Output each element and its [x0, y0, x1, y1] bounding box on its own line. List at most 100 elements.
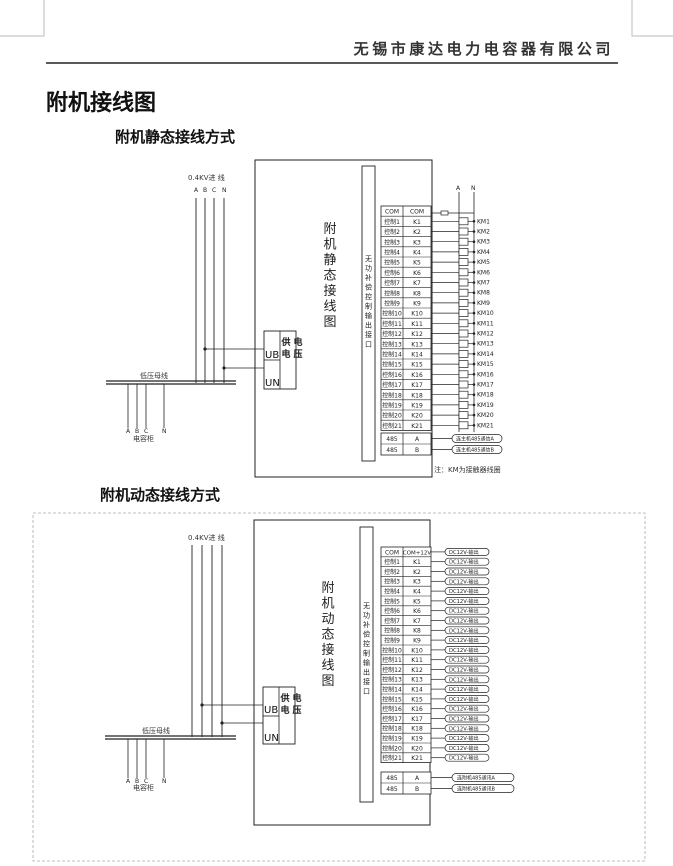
- dynamic_section-control-label: 控制2: [384, 568, 400, 576]
- dynamic-dc-output-label: DC12V-输出: [449, 724, 479, 732]
- dynamic-dc-output-tag: [444, 548, 490, 556]
- static-coil: [458, 370, 469, 379]
- static-coil: [458, 268, 469, 277]
- static_section-control-label: 控制4: [384, 249, 400, 257]
- dynamic-supply-voltage-char: 压: [292, 705, 301, 716]
- dynamic_section-comm-label: 485: [386, 786, 398, 793]
- dynamic-port-label-char: 无: [363, 602, 370, 610]
- dynamic_section-comm-terminal: A: [415, 775, 420, 782]
- dynamic_section-terminal-label: K21: [411, 755, 423, 762]
- static-busbar-label: 低压母线: [140, 371, 168, 380]
- static-coil: [458, 360, 469, 368]
- dynamic_section-terminal-label: K13: [411, 677, 423, 684]
- dynamic-cap-phase-label: N: [162, 778, 167, 785]
- static-cap-phase-label: C: [144, 428, 148, 435]
- static-km-label: KM20: [477, 412, 494, 419]
- static_section-comm-label: 485: [386, 447, 398, 454]
- static-port-label-char: 偿: [365, 283, 372, 292]
- static_section-control-label: 控制13: [382, 340, 402, 348]
- static_section-terminal-label: K7: [413, 280, 421, 287]
- static_section-terminal-label: K11: [411, 321, 423, 328]
- static-coil: [458, 227, 469, 236]
- company-name: 无锡市康达电力电容器有限公司: [353, 40, 614, 58]
- static-comm-text: 连主机485通信B: [456, 447, 495, 454]
- dynamic_section-control-label: 控制13: [382, 676, 402, 684]
- dynamic-dc-outputs: DC12V-输出 DC12V-输出 DC12V-输出 DC12V-输出 DC12V-输出…: [431, 548, 515, 793]
- dynamic-cabinet-title-char: 附: [321, 581, 334, 596]
- dynamic-dc-output-label: DC12V-输出: [449, 685, 479, 693]
- dynamic-comm-tag: [451, 773, 515, 782]
- static_section-terminal-label: K9: [413, 301, 421, 308]
- static_section-control-label: 控制12: [382, 330, 402, 338]
- dynamic-dc-output-label: DC12V-输出: [449, 666, 479, 674]
- dynamic-dc-output-label: DC12V-输出: [449, 597, 479, 605]
- static-km-label: KM19: [477, 402, 494, 409]
- page-title: 附机接线图: [46, 90, 156, 116]
- dynamic-comm-tag: [451, 784, 515, 793]
- static-coil: [458, 411, 469, 419]
- static-km-label: KM1: [477, 218, 490, 225]
- dynamic-dc-output-tag: [444, 753, 490, 762]
- static-port-label-char: 出: [365, 321, 372, 330]
- dynamic_section-com-terminal: COM+12V: [403, 550, 432, 556]
- static_section-comm-label: 485: [386, 436, 398, 443]
- dynamic_section-control-label: 控制17: [382, 715, 402, 723]
- static-km-label: KM13: [477, 341, 494, 348]
- dynamic-cabinet-title-char: 机: [321, 597, 334, 612]
- static-comm-text: 连主机485通信A: [456, 436, 495, 443]
- dynamic_section-terminal-label: K4: [413, 589, 421, 596]
- static_section-control-label: 控制14: [382, 351, 402, 359]
- static-cabinet: [254, 159, 433, 478]
- dynamic_section-terminal-label: K18: [411, 726, 423, 733]
- dynamic-busbar-label: 低压母线: [142, 726, 170, 735]
- static_section-terminal-label: K14: [411, 352, 423, 359]
- dynamic-dc-output-label: DC12V-输出: [449, 568, 479, 576]
- dynamic_section-terminal-label: K12: [411, 667, 423, 674]
- static-coil: [458, 380, 469, 389]
- static-cabinet-title-char: 静: [323, 253, 336, 268]
- static-cap-phase-label: A: [126, 428, 131, 435]
- static-port-label-char: 无: [365, 255, 372, 263]
- static-supply-voltage-char: 电: [293, 336, 302, 348]
- static_section-comm-terminal: B: [415, 447, 419, 454]
- static-capacitor-label: 电容柜: [133, 434, 154, 443]
- static-coil: [458, 258, 469, 266]
- dynamic_section-control-label: 控制11: [382, 656, 402, 664]
- dynamic_section-comm-terminal: B: [415, 786, 419, 793]
- static-supply-voltage-char: 压: [293, 349, 302, 360]
- dynamic-dc-output-label: DC12V-输出: [449, 548, 479, 556]
- static-km-label: KM15: [477, 361, 494, 368]
- dynamic-dc-output-label: DC12V-输出: [449, 587, 479, 595]
- static_section-control-label: 控制16: [382, 371, 402, 379]
- static-feed-A-label: A: [456, 185, 461, 192]
- dynamic-supply-voltage-char: 电: [292, 692, 301, 704]
- static-incoming-label: 0.4KV进 线: [188, 173, 225, 182]
- dynamic_section-control-label: 控制18: [382, 725, 402, 733]
- corner-mark-left: [0, 0, 45, 37]
- static-coil: [458, 319, 469, 328]
- static-km-label: KM16: [477, 371, 494, 378]
- static_section-terminal-label: K16: [411, 372, 423, 379]
- dynamic-port-label-char: 制: [363, 649, 370, 658]
- static-coil: [458, 299, 469, 307]
- static-cabinet-title-char: 态: [323, 269, 336, 284]
- dynamic_section-terminal-label: K10: [411, 647, 423, 654]
- static-comm-tag: [451, 445, 503, 454]
- static-note: 注：KM为接触器线圈: [434, 465, 501, 474]
- static_section-com-terminal: COM: [410, 209, 424, 216]
- static-coil: [458, 278, 469, 287]
- static-km-label: KM17: [477, 382, 494, 389]
- static-coil: [458, 329, 469, 338]
- dynamic_section-control-label: 控制16: [382, 705, 402, 713]
- static-coil: [458, 401, 469, 409]
- dynamic-dc-output-tag: [444, 704, 490, 713]
- static_section-terminal-label: K18: [411, 392, 423, 399]
- dynamic-cap-phase-label: C: [144, 778, 148, 785]
- dynamic_section-terminal-label: K15: [411, 696, 423, 703]
- static-port-strip: [361, 165, 376, 462]
